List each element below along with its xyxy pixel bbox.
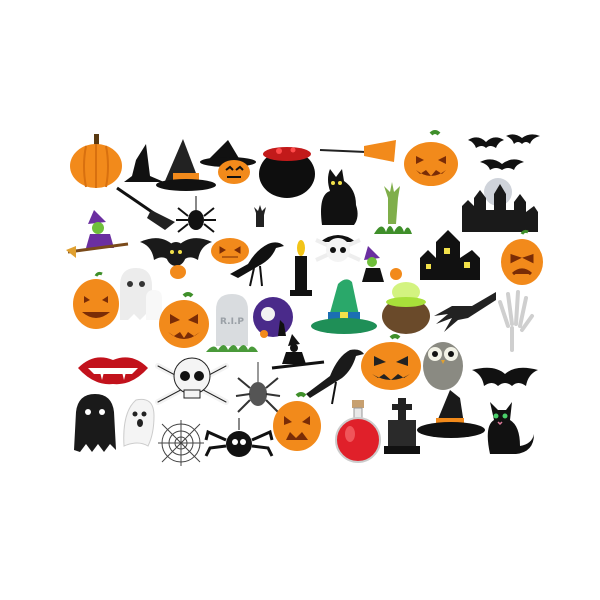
angry-pumpkin	[158, 292, 210, 350]
zombie-hand-grass	[372, 180, 412, 234]
tombstone-text: R.I.P	[220, 317, 244, 327]
cartoon-spider	[204, 418, 274, 462]
pirate-skull	[312, 228, 364, 270]
witch-hat-buckle	[416, 388, 486, 440]
flying-witch-silhouette	[271, 334, 325, 378]
candle	[288, 240, 314, 298]
ghosts	[116, 264, 164, 320]
green-witch-hat	[310, 276, 378, 338]
tombstone: R.I.P	[206, 292, 258, 352]
cauldron-green	[380, 280, 432, 336]
cauldron-bubbling	[257, 142, 317, 200]
zombie-hand-small	[252, 205, 268, 227]
spider	[176, 196, 216, 236]
jack-o-lantern	[402, 130, 460, 188]
witch-hat-silhouette	[120, 138, 168, 186]
witch-hat-pumpkin	[200, 140, 260, 186]
grumpy-pumpkin	[272, 392, 322, 452]
black-ghost	[72, 392, 118, 454]
witch-hat-orange-band	[155, 135, 217, 195]
haunted-house-scene	[418, 228, 490, 280]
poison-bottle	[332, 398, 384, 463]
vampire-lips	[76, 350, 150, 388]
pumpkin-face	[72, 271, 120, 330]
crow	[228, 238, 286, 288]
tombstone-cross	[382, 396, 422, 454]
moon-night	[252, 296, 294, 338]
black-cat-sitting	[480, 396, 536, 456]
jack-o-lantern-small	[210, 233, 250, 265]
owl	[418, 334, 468, 392]
witch-on-broom	[66, 208, 130, 264]
haunted-castle	[458, 176, 540, 232]
bats-flock	[466, 132, 542, 178]
raven	[302, 346, 366, 406]
white-ghost	[120, 396, 158, 450]
skeleton-hand	[494, 290, 534, 352]
pumpkin	[68, 132, 124, 190]
black-cat-arched	[316, 165, 362, 227]
spider-web	[158, 420, 204, 466]
bat	[470, 364, 540, 394]
broomstick	[319, 140, 396, 164]
witch-and-cat	[360, 244, 406, 284]
sad-pumpkin	[500, 229, 544, 286]
hanging-spider	[235, 362, 281, 418]
broom	[115, 186, 175, 230]
witch-hand	[432, 288, 498, 334]
evil-pumpkin	[360, 334, 422, 392]
bat-with-pumpkin	[138, 232, 214, 280]
skull-crossbones	[154, 352, 230, 412]
